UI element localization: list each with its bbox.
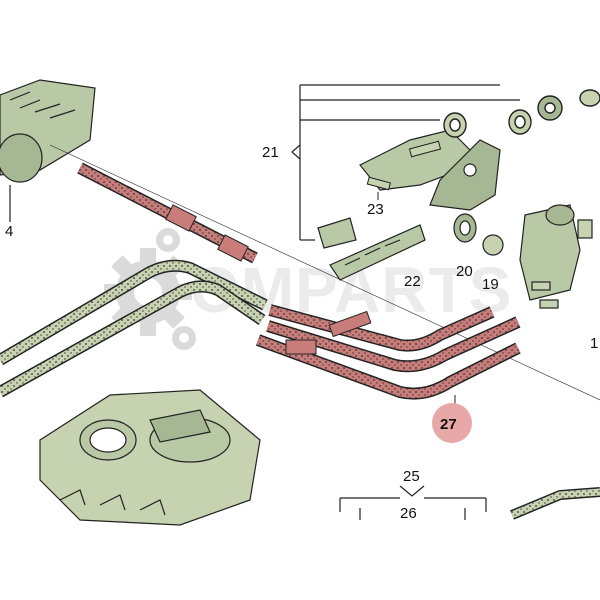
bolt [366,140,442,191]
clip [317,217,357,249]
cylinder-head-cover [39,389,261,526]
part-label-22: 22 [404,273,421,290]
vacuum-hoses-red [255,304,521,400]
bracket-group-25 [339,485,487,520]
part-label-23: 23 [367,201,384,218]
part-label-1: 1 [590,335,598,352]
vacuum-hose-green-lower [510,487,600,520]
hose-holder-22 [329,224,426,281]
solenoid-valve [519,204,593,309]
mounting-bracket [359,129,501,211]
intake-component [0,79,96,222]
part-label-19: 19 [482,276,499,293]
part-label-25: 25 [403,468,420,485]
part-label-27: 27 [440,416,457,433]
part-label-21: 21 [262,144,279,161]
part-label-4: 4 [5,223,13,240]
cap-19 [482,234,504,256]
bracket-group-21 [291,84,520,241]
gear-icon [104,228,196,350]
hose-clip [285,339,317,355]
grommet-20 [453,213,477,243]
grommets [443,89,600,138]
part-label-26: 26 [400,505,417,522]
vacuum-hose-red-upper [77,162,258,264]
part-label-20: 20 [456,263,473,280]
vacuum-hose-green [0,259,268,398]
callout-27: 27 [432,395,472,443]
